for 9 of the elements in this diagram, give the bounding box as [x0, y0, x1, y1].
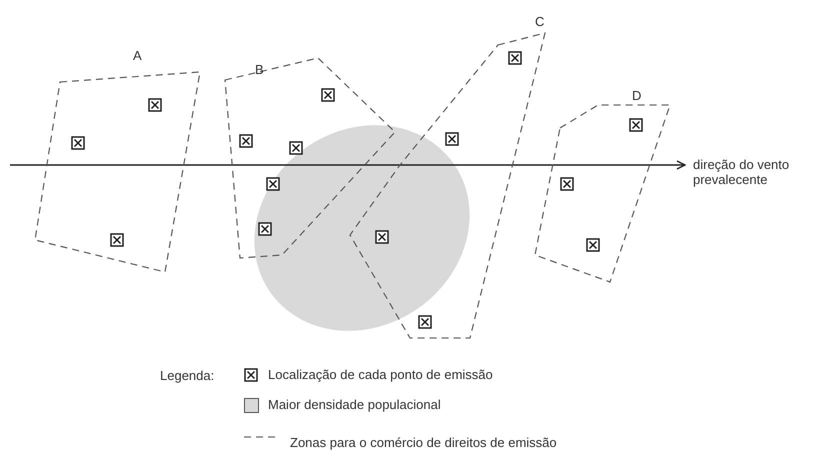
wind-direction-label: direção do vento prevalecente	[693, 157, 790, 187]
zone-label: C	[535, 14, 544, 29]
legend-text: Maior densidade populacional	[268, 397, 441, 412]
legend-text: Localização de cada ponto de emissão	[268, 367, 493, 382]
zone-label: D	[632, 88, 642, 103]
legend-title: Legenda:	[160, 368, 214, 383]
zone-label: B	[255, 62, 264, 77]
legend-text: Zonas para o comércio de direitos de emissão	[290, 435, 557, 450]
zone-label: A	[133, 48, 142, 63]
